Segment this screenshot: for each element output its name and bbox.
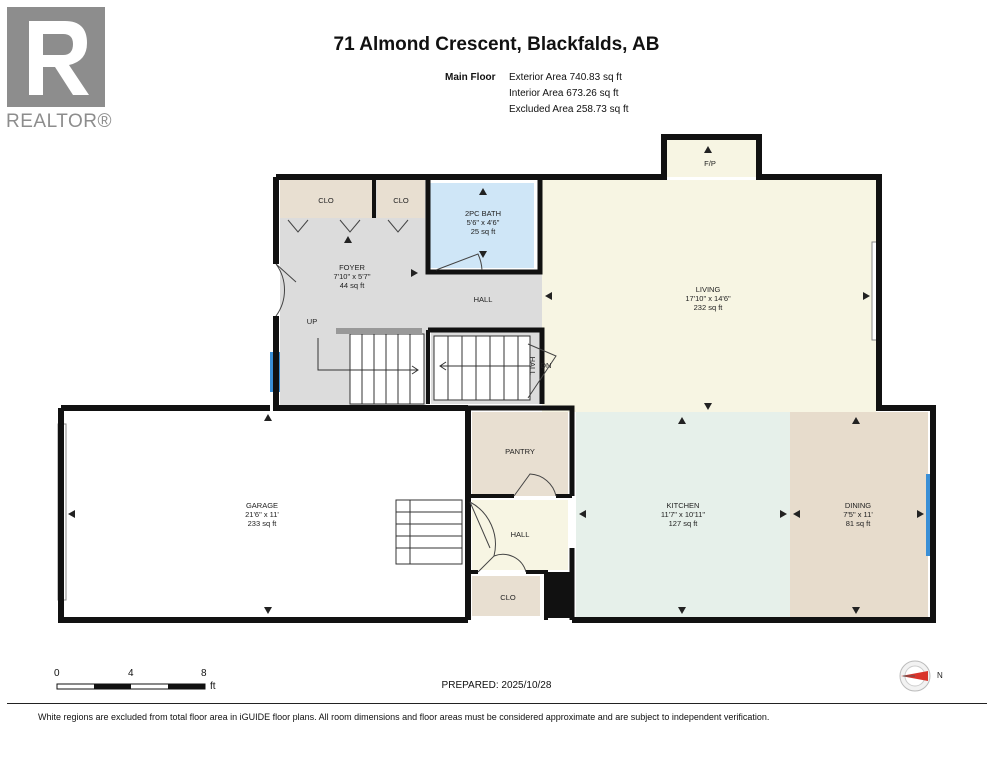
- realtor-wordmark: REALTOR®: [6, 111, 112, 132]
- arrow-left-icon: [793, 510, 800, 518]
- up-arrow-path: [317, 338, 418, 371]
- living-label: LIVING: [696, 285, 721, 294]
- arrow-down-icon: [479, 251, 487, 258]
- closet-3-label: CLO: [500, 593, 516, 602]
- up-arrowhead-icon: [411, 365, 419, 375]
- arrow-right-icon: [917, 510, 924, 518]
- hall-upper-label: HALL: [474, 295, 493, 304]
- direction-arrows: [68, 146, 924, 614]
- floor-name: Main Floor: [445, 72, 496, 83]
- closet-2-area: [377, 180, 425, 218]
- scale-bar: [56, 683, 206, 690]
- arrow-right-icon: [863, 292, 870, 300]
- scale-tick-4: 4: [128, 668, 134, 679]
- hall-lower-label: HALL: [511, 530, 530, 539]
- arrow-up-icon: [852, 417, 860, 424]
- foyer-area-text: 44 sq ft: [340, 281, 366, 290]
- plan-title: 71 Almond Crescent, Blackfalds, AB: [333, 34, 660, 55]
- pantry-label: PANTRY: [505, 447, 535, 456]
- arrow-down-icon: [704, 403, 712, 410]
- door-swings: [275, 219, 557, 573]
- garage-dims: 21'6" x 11': [245, 510, 279, 519]
- floor-plan: CLO CLO 2PC BATH 5'6" x 4'6" 25 sq ft FO…: [56, 134, 943, 692]
- closet-2-label: CLO: [393, 196, 409, 205]
- arrow-down-icon: [678, 607, 686, 614]
- arrow-down-icon: [264, 607, 272, 614]
- arrow-up-icon: [678, 417, 686, 424]
- arrow-up-icon: [704, 146, 712, 153]
- realtor-r-icon: [7, 7, 105, 107]
- disclaimer-text: White regions are excluded from total fl…: [38, 712, 770, 722]
- kitchen-area-text: 127 sq ft: [669, 519, 699, 528]
- scale-unit: ft: [210, 681, 216, 692]
- living-area-text: 232 sq ft: [694, 303, 724, 312]
- bath-label: 2PC BATH: [465, 209, 501, 218]
- dn-label: DN: [541, 361, 552, 370]
- kitchen-dims: 11'7" x 10'11": [661, 510, 706, 519]
- living-area: [542, 180, 876, 412]
- dining-label: DINING: [845, 501, 871, 510]
- stair-rail: [336, 328, 422, 334]
- arrow-down-icon: [852, 607, 860, 614]
- exterior-area: Exterior Area 740.83 sq ft: [509, 72, 622, 83]
- realtor-logo-icon: [7, 7, 105, 107]
- arrow-up-icon: [264, 414, 272, 421]
- closet-1-area: [280, 180, 372, 218]
- wall-block: [546, 572, 572, 618]
- arrow-left-icon: [68, 510, 75, 518]
- excluded-area: Excluded Area 258.73 sq ft: [509, 104, 629, 115]
- prepared-date: PREPARED: 2025/10/28: [441, 680, 552, 691]
- arrow-left-icon: [579, 510, 586, 518]
- stairs-up: [349, 333, 425, 405]
- stairs-down: [433, 335, 531, 401]
- dining-dims: 7'5" x 11': [843, 510, 873, 519]
- compass-icon: [899, 660, 931, 692]
- scale-tick-0: 0: [54, 668, 60, 679]
- hall-lower-area: [472, 500, 568, 570]
- compass-label: N: [937, 671, 943, 680]
- garage-area-text: 233 sq ft: [248, 519, 278, 528]
- kitchen-area: [576, 412, 790, 617]
- bath-dims: 5'6" x 4'6": [467, 218, 500, 227]
- down-arrowhead-icon: [439, 361, 447, 371]
- pantry-area: [472, 412, 568, 496]
- fireplace-label: F/P: [704, 159, 716, 168]
- interior-area: Interior Area 673.26 sq ft: [509, 88, 619, 99]
- footer-divider: [7, 703, 987, 704]
- arrow-up-icon: [479, 188, 487, 195]
- scale-tick-8: 8: [201, 668, 207, 679]
- up-label: UP: [307, 317, 317, 326]
- foyer-label: FOYER: [339, 263, 365, 272]
- hall-upper-area: [426, 272, 542, 330]
- fireplace-area: [667, 140, 756, 177]
- arrow-left-icon: [545, 292, 552, 300]
- arrow-right-icon: [780, 510, 787, 518]
- dining-area: [790, 412, 928, 617]
- living-dims: 17'10" x 14'6": [685, 294, 731, 303]
- dining-area-text: 81 sq ft: [846, 519, 872, 528]
- stairs-garage: [395, 499, 463, 565]
- kitchen-label: KITCHEN: [667, 501, 700, 510]
- closet-3-area: [472, 576, 540, 616]
- bath-area-text: 25 sq ft: [471, 227, 497, 236]
- arrow-right-icon: [411, 269, 418, 277]
- foyer-dims: 7'10" x 5'7": [334, 272, 371, 281]
- garage-label: GARAGE: [246, 501, 278, 510]
- arrow-up-icon: [344, 236, 352, 243]
- closet-1-label: CLO: [318, 196, 334, 205]
- hall-stair-label: HALL: [528, 357, 537, 376]
